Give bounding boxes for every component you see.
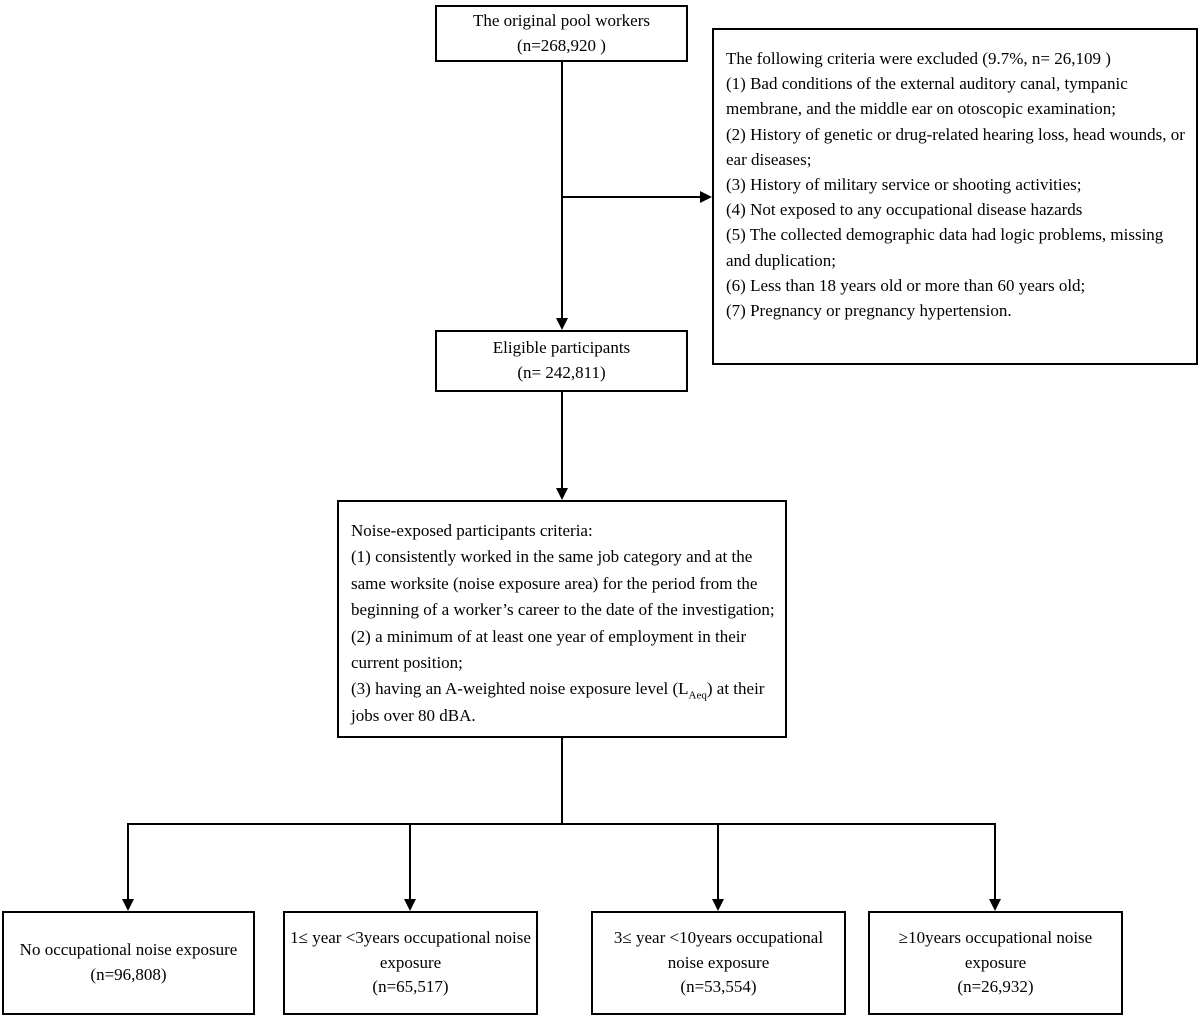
box-group-no-exposure: No occupational noise exposure (n=96,808… — [2, 911, 255, 1015]
arrow-into-group-2-icon — [404, 899, 416, 911]
connector-to-group-2-line — [409, 824, 411, 902]
arrow-into-group-3-icon — [712, 899, 724, 911]
group-1-3-years-count: (n=65,517) — [372, 977, 449, 997]
original-pool-label: The original pool workers — [472, 10, 651, 30]
noise-criteria-item-3-subscript: Aeq — [688, 689, 707, 702]
exclusion-title: The following criteria were excluded (9.… — [726, 49, 1111, 68]
connector-to-group-3-line — [717, 824, 719, 902]
connector-to-group-1-line — [127, 824, 129, 902]
connector-to-group-4-line — [994, 824, 996, 902]
noise-criteria-item-3-prefix: (3) having an A-weighted noise exposure … — [351, 679, 689, 699]
arrow-into-eligible-icon — [556, 318, 568, 330]
box-eligible-participants: Eligible participants (n= 242,811) — [435, 330, 688, 392]
exclusion-item-3: (3) History of military service or shoot… — [726, 175, 1082, 195]
group-10plus-years-label: ≥10years occupational noise exposure — [898, 928, 1093, 972]
box-exclusion-criteria: The following criteria were excluded (9.… — [712, 28, 1198, 365]
group-no-exposure-label: No occupational noise exposure — [19, 940, 238, 960]
eligible-count: (n= 242,811) — [517, 363, 606, 382]
group-no-exposure-count: (n=96,808) — [90, 965, 167, 984]
arrow-into-exclusion-icon — [700, 191, 712, 203]
connector-split-horizontal-line — [127, 823, 996, 825]
noise-criteria-title: Noise-exposed participants criteria: — [351, 521, 593, 540]
exclusion-item-2: (2) History of genetic or drug-related h… — [726, 124, 1185, 169]
box-noise-criteria: Noise-exposed participants criteria: (1)… — [337, 500, 787, 738]
exclusion-item-5: (5) The collected demographic data had l… — [726, 225, 1164, 270]
noise-criteria-item-3: (3) having an A-weighted noise exposure … — [351, 676, 775, 729]
group-3-10-years-label: 3≤ year <10years occupational noise expo… — [613, 928, 824, 972]
connector-eligible-to-criteria-line — [561, 392, 563, 490]
noise-criteria-item-2: (2) a minimum of at least one year of em… — [351, 626, 747, 673]
original-pool-count: (n=268,920 ) — [517, 35, 606, 55]
exclusion-item-6: (6) Less than 18 years old or more than … — [726, 275, 1086, 295]
box-group-3-10-years: 3≤ year <10years occupational noise expo… — [591, 911, 846, 1015]
group-3-10-years-count: (n=53,554) — [680, 977, 757, 997]
noise-criteria-item-3-suffix: ) at their jobs over 80 dBA. — [351, 679, 765, 725]
exclusion-item-1: (1) Bad conditions of the external audit… — [726, 74, 1128, 119]
exclusion-item-7: (7) Pregnancy or pregnancy hypertension. — [726, 301, 1012, 321]
connector-branch-to-exclusion-line — [562, 196, 702, 198]
box-group-1-3-years: 1≤ year <3years occupational noise expos… — [283, 911, 538, 1015]
group-10plus-years-count: (n=26,932) — [957, 977, 1034, 997]
arrow-into-group-4-icon — [989, 899, 1001, 911]
exclusion-item-4: (4) Not exposed to any occupational dise… — [726, 200, 1083, 220]
noise-criteria-item-1: (1) consistently worked in the same job … — [351, 547, 775, 620]
connector-criteria-stem-line — [561, 738, 563, 825]
eligible-label: Eligible participants — [492, 338, 631, 358]
arrow-into-group-1-icon — [122, 899, 134, 911]
group-1-3-years-label: 1≤ year <3years occupational noise expos… — [290, 928, 531, 972]
arrow-into-criteria-icon — [556, 488, 568, 500]
connector-original-to-eligible-line — [561, 62, 563, 320]
box-group-10plus-years: ≥10years occupational noise exposure (n=… — [868, 911, 1123, 1015]
box-original-pool: The original pool workers (n=268,920 ) — [435, 5, 688, 62]
